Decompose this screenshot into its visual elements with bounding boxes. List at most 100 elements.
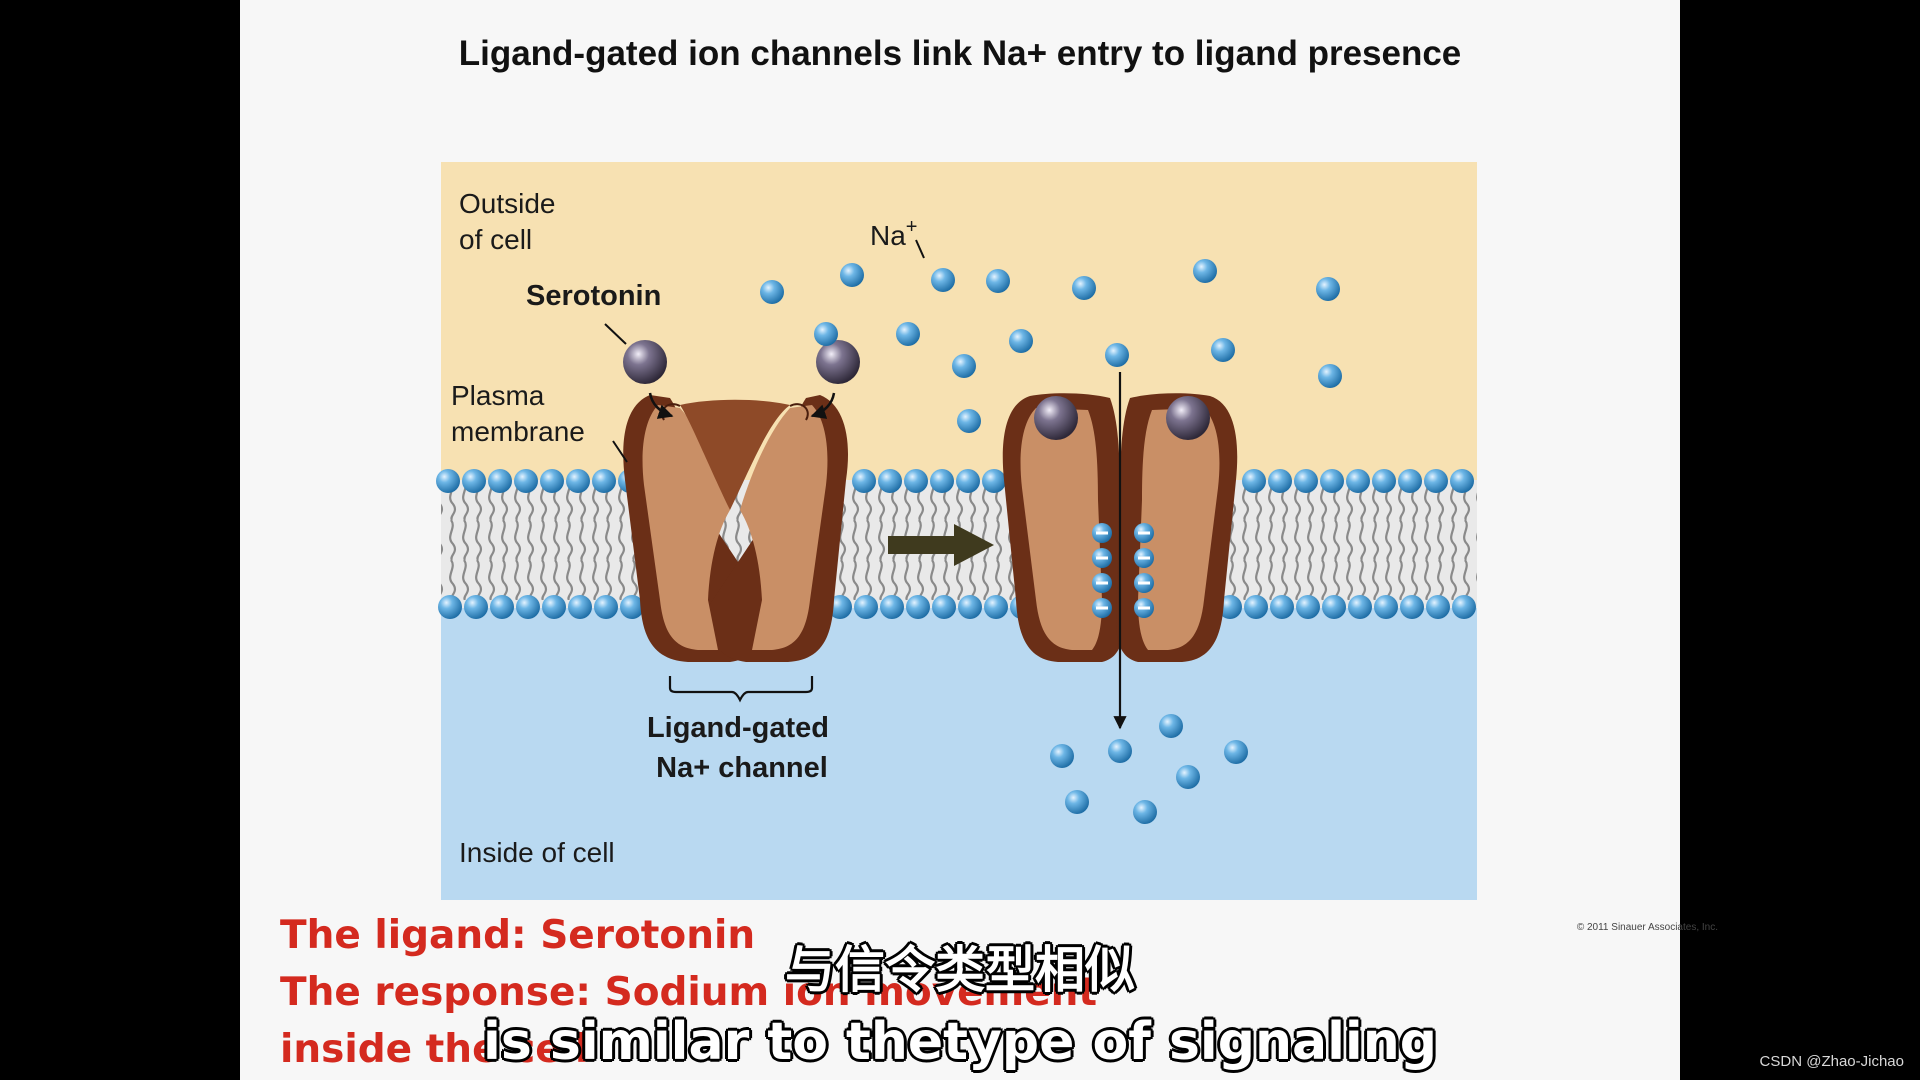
negative-charge bbox=[1092, 548, 1112, 568]
negative-charge bbox=[1134, 523, 1154, 543]
phospholipid-head bbox=[1322, 595, 1346, 619]
phospholipid-head bbox=[958, 595, 982, 619]
sodium-ion bbox=[1211, 338, 1235, 362]
membrane-pointer-line bbox=[612, 440, 628, 463]
phospholipid-head bbox=[516, 595, 540, 619]
sodium-ion bbox=[1224, 740, 1248, 764]
phospholipid-head bbox=[464, 595, 488, 619]
phospholipid-head bbox=[982, 469, 1006, 493]
caption-ligand: The ligand: Serotonin bbox=[280, 913, 756, 958]
plasma-membrane-label-line2: membrane bbox=[451, 416, 585, 447]
phospholipid-head bbox=[854, 595, 878, 619]
slide-title: Ligand-gated ion channels link Na+ entry… bbox=[458, 34, 1462, 73]
closed-channel bbox=[623, 395, 849, 662]
phospholipid-head bbox=[540, 469, 564, 493]
sodium-label-charge: + bbox=[906, 216, 918, 238]
phospholipid-head bbox=[592, 469, 616, 493]
phospholipid-head bbox=[1400, 595, 1424, 619]
sodium-ion bbox=[1009, 329, 1033, 353]
negative-charge bbox=[1092, 573, 1112, 593]
video-subtitle-chinese: 与信令类型相似 bbox=[785, 941, 1135, 999]
phospholipid-head bbox=[828, 595, 852, 619]
binding-arrow-left bbox=[648, 392, 674, 419]
sodium-label-symbol: Na bbox=[870, 220, 906, 251]
sodium-ions bbox=[760, 259, 1342, 824]
channel-label-line2: Na+ channel bbox=[656, 752, 828, 784]
watermark: CSDN @Zhao-Jichao bbox=[1759, 1053, 1904, 1070]
sodium-ion bbox=[1159, 714, 1183, 738]
phospholipid-head bbox=[490, 595, 514, 619]
membrane-diagram: Outside of cell Na+ Serotonin Plasma mem… bbox=[436, 162, 1477, 900]
channel-label: Ligand-gated Na+ channel bbox=[647, 712, 837, 784]
negative-charge bbox=[1092, 523, 1112, 543]
phospholipid-head bbox=[956, 469, 980, 493]
sodium-ion bbox=[1065, 790, 1089, 814]
sodium-ion bbox=[986, 269, 1010, 293]
phospholipid-head bbox=[1268, 469, 1292, 493]
phospholipid-head bbox=[488, 469, 512, 493]
negative-charge bbox=[1134, 598, 1154, 618]
sodium-ion bbox=[896, 322, 920, 346]
phospholipid-head bbox=[984, 595, 1008, 619]
phospholipid-head bbox=[1424, 469, 1448, 493]
phospholipid-heads-top bbox=[436, 469, 1474, 493]
phospholipid-head bbox=[1346, 469, 1370, 493]
phospholipid-head bbox=[1242, 469, 1266, 493]
outside-cell-label-line1: Outside bbox=[459, 188, 556, 219]
sodium-ion bbox=[957, 409, 981, 433]
plasma-membrane-label: Plasma membrane bbox=[451, 380, 585, 447]
serotonin-molecule bbox=[623, 340, 667, 384]
plasma-membrane-label-line1: Plasma bbox=[451, 380, 545, 411]
phospholipid-head bbox=[1296, 595, 1320, 619]
phospholipid-head bbox=[1244, 595, 1268, 619]
phospholipid-head bbox=[932, 595, 956, 619]
phospholipid-head bbox=[880, 595, 904, 619]
phospholipid-head bbox=[1372, 469, 1396, 493]
phospholipid-head bbox=[1320, 469, 1344, 493]
phospholipid-head bbox=[566, 469, 590, 493]
caption-response: The response: Sodium ion movement bbox=[280, 970, 1098, 1015]
phospholipid-head bbox=[904, 469, 928, 493]
extracellular-region bbox=[441, 162, 1477, 482]
sodium-ion bbox=[1176, 765, 1200, 789]
negative-charge bbox=[1134, 548, 1154, 568]
phospholipid-head bbox=[930, 469, 954, 493]
sodium-ion bbox=[840, 263, 864, 287]
phospholipid-head bbox=[438, 595, 462, 619]
sodium-ion bbox=[1050, 744, 1074, 768]
outside-cell-label: Outside of cell bbox=[459, 188, 563, 255]
negative-charge bbox=[1092, 598, 1112, 618]
inside-cell-label: Inside of cell bbox=[459, 837, 615, 868]
phospholipid-head bbox=[594, 595, 618, 619]
serotonin-molecule bbox=[816, 340, 860, 384]
sodium-ion bbox=[931, 268, 955, 292]
phospholipid-head bbox=[1294, 469, 1318, 493]
sodium-ion bbox=[1193, 259, 1217, 283]
transition-arrow bbox=[888, 524, 994, 566]
phospholipid-head bbox=[1270, 595, 1294, 619]
sodium-ion bbox=[760, 280, 784, 304]
sodium-pointer-line bbox=[915, 239, 925, 259]
sodium-ion bbox=[1318, 364, 1342, 388]
sodium-ion bbox=[1105, 343, 1129, 367]
channel-label-line1: Ligand-gated bbox=[647, 712, 829, 744]
phospholipid-head bbox=[1398, 469, 1422, 493]
copyright-notice: © 2011 Sinauer Associates, Inc. bbox=[1576, 922, 1718, 933]
channel-brace bbox=[668, 676, 814, 703]
video-subtitle-english: is similar to thetype of signaling bbox=[483, 1012, 1437, 1072]
serotonin-molecule bbox=[1034, 396, 1078, 440]
phospholipid-head bbox=[1374, 595, 1398, 619]
phospholipid-head bbox=[852, 469, 876, 493]
sodium-ion bbox=[1108, 739, 1132, 763]
sodium-label: Na+ bbox=[870, 216, 917, 251]
phospholipid-head bbox=[906, 595, 930, 619]
sodium-ion bbox=[952, 354, 976, 378]
phospholipid-head bbox=[542, 595, 566, 619]
serotonin-molecule bbox=[1166, 396, 1210, 440]
phospholipid-head bbox=[514, 469, 538, 493]
phospholipid-heads-bottom bbox=[438, 595, 1476, 619]
phospholipid-head bbox=[1450, 469, 1474, 493]
sodium-ion bbox=[1316, 277, 1340, 301]
serotonin-label: Serotonin bbox=[526, 280, 661, 312]
open-channel bbox=[1002, 393, 1238, 662]
